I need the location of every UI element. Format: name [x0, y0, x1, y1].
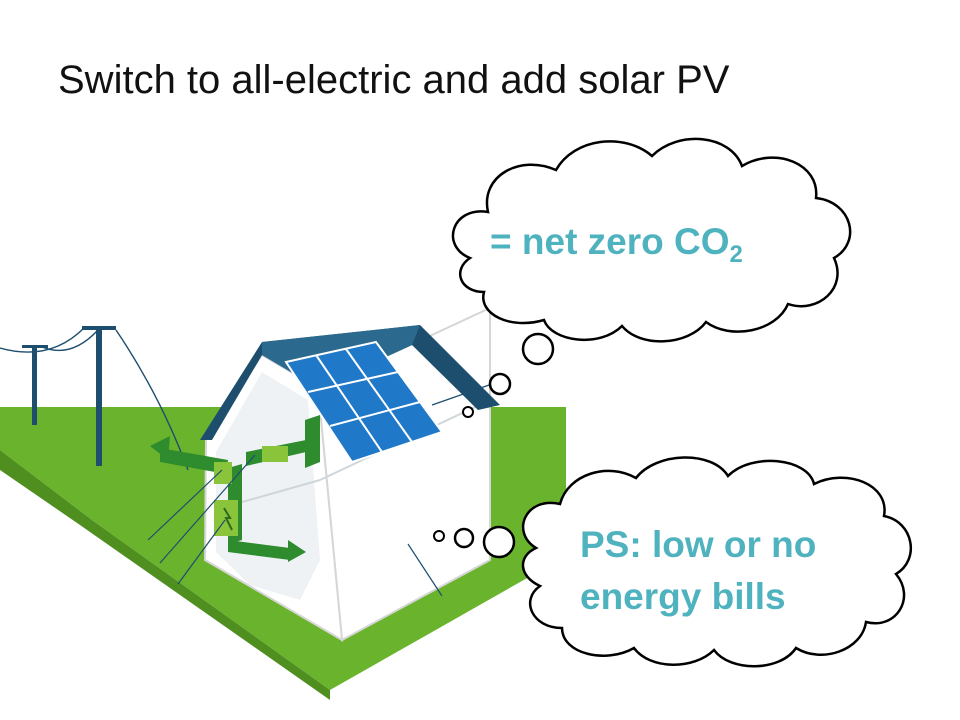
- thought-bubble-top: [451, 137, 852, 343]
- inverter-box: [214, 462, 232, 484]
- energy-bills-line2: energy bills: [580, 576, 786, 617]
- thought-dot: [488, 372, 512, 396]
- net-zero-text: = net zero CO2: [490, 221, 743, 268]
- energy-bills-text: PS: low or no energy bills: [580, 519, 816, 623]
- solar-panel-icon: [284, 340, 444, 464]
- power-pole-icon: [22, 326, 116, 466]
- energy-bills-line1: PS: low or no: [580, 524, 817, 565]
- thought-dot: [482, 525, 516, 559]
- slide-title: Switch to all-electric and add solar PV: [58, 58, 730, 102]
- net-zero-main: = net zero CO: [490, 221, 730, 262]
- thought-dot: [521, 332, 555, 366]
- thought-dot: [462, 406, 474, 418]
- thought-bubble-bottom: [521, 456, 913, 668]
- net-zero-subscript: 2: [729, 241, 743, 268]
- thought-dot: [453, 527, 475, 549]
- thought-dot: [433, 530, 445, 542]
